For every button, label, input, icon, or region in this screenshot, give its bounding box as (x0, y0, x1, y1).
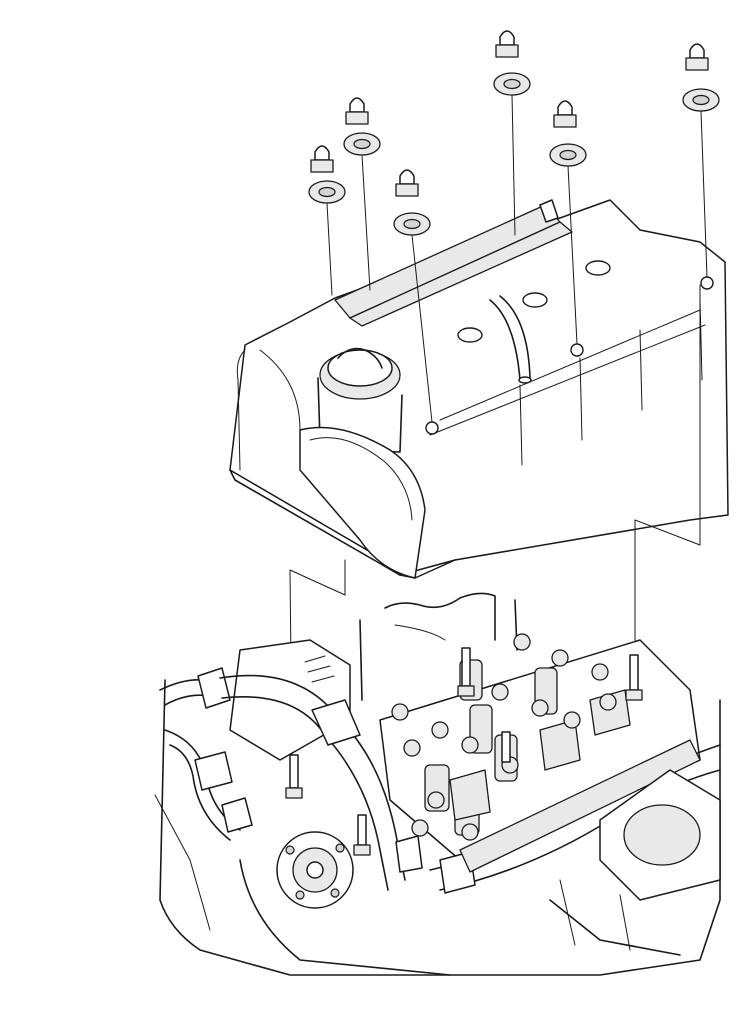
valve-cover (229, 199, 729, 579)
cap-nut-5 (553, 100, 577, 128)
washer-5 (549, 143, 587, 167)
cap-nut-3 (395, 169, 419, 197)
washer-2 (343, 132, 381, 156)
cap-nut-2 (345, 97, 369, 125)
cap-nut-1 (310, 145, 334, 173)
washer-6 (682, 88, 720, 112)
cam-bolts (391, 633, 617, 841)
washer-1 (308, 180, 346, 204)
cap-nut-washer-set (308, 30, 720, 236)
engine-cylinder-head (154, 592, 721, 976)
cap-nut-6 (685, 43, 709, 71)
washer-4 (493, 72, 531, 96)
cap-nut-4 (495, 30, 519, 58)
mounting-studs (285, 647, 643, 856)
washer-3 (393, 212, 431, 236)
